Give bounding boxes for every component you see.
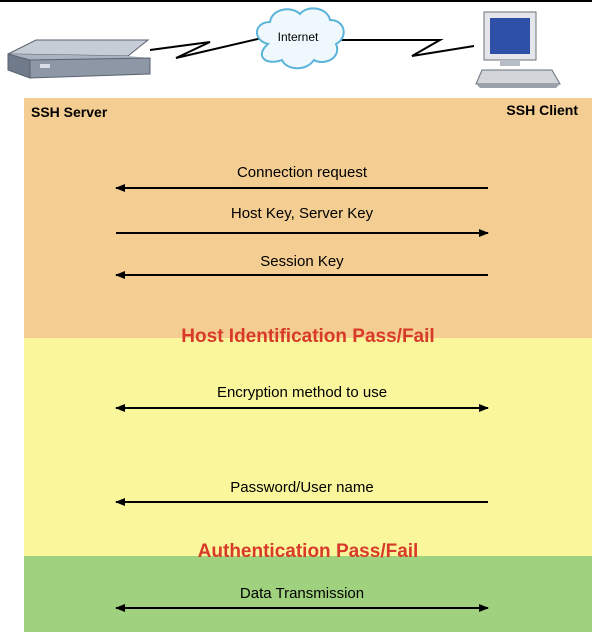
internet-client-link: [338, 39, 475, 57]
ssh-client-label: SSH Client: [506, 102, 578, 118]
server-appliance-icon: [7, 39, 151, 79]
encryption-method-label: Encryption method to use: [216, 384, 388, 401]
authentication-phase: Authentication Pass/Fail: [197, 541, 419, 562]
password-username-label: Password/User name: [230, 479, 374, 496]
internet-cloud-icon: [256, 7, 345, 70]
ssh-server-label: SSH Server: [31, 104, 108, 120]
handshake-band: [24, 98, 592, 338]
host-key-label: Host Key, Server Key: [230, 205, 374, 222]
desktop-computer-icon: [475, 11, 561, 88]
server-internet-link: [149, 37, 263, 59]
data-band: [24, 556, 592, 632]
session-key-label: Session Key: [260, 253, 344, 270]
host-identification-phase: Host Identification Pass/Fail: [181, 326, 435, 347]
data-transmission-label: Data Transmission: [239, 585, 365, 602]
top-border-line: [0, 0, 592, 2]
negotiation-band: [24, 338, 592, 556]
internet-label: Internet: [277, 30, 319, 44]
connection-request-label: Connection request: [236, 164, 368, 181]
